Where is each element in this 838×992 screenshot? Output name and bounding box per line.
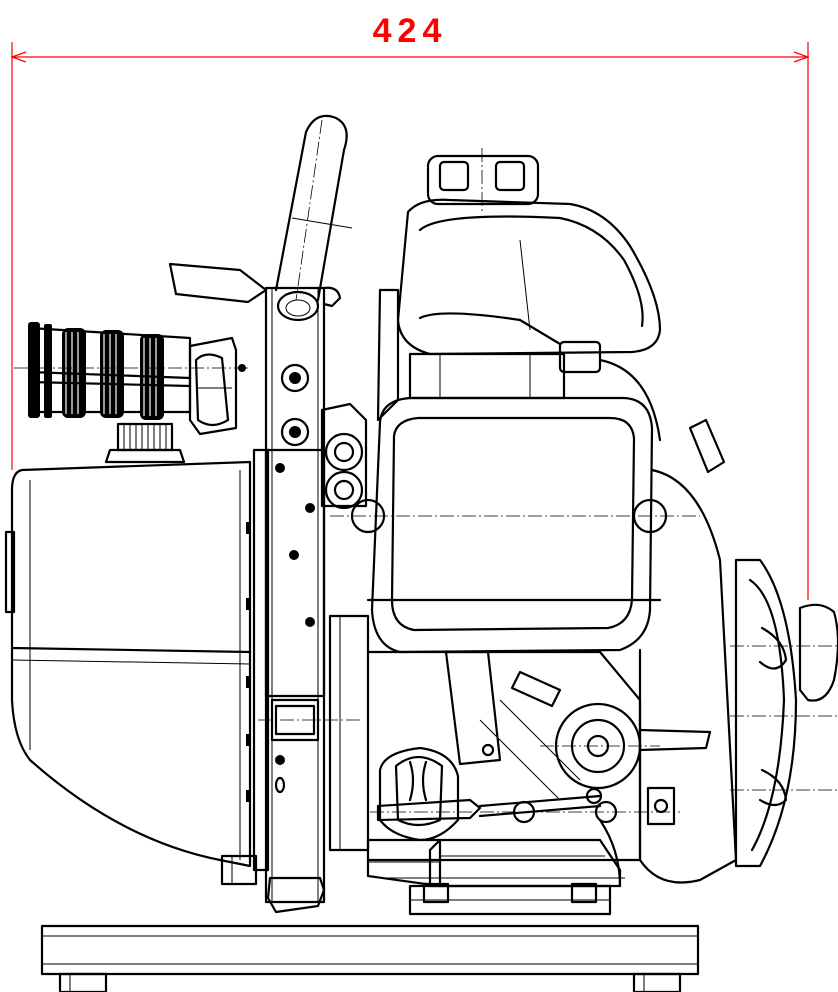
crankcase — [328, 614, 642, 862]
dimension-arrow-left — [10, 51, 27, 63]
engine-block — [376, 288, 726, 474]
carry-handle — [168, 114, 353, 322]
throttle-linkage — [370, 746, 680, 842]
mounting-plate — [252, 286, 360, 914]
engine-cover — [366, 396, 662, 654]
fuel-tank — [396, 148, 662, 374]
outlet-fitting — [104, 422, 186, 464]
mounting-feet — [380, 838, 625, 916]
drive-pulley — [540, 702, 712, 790]
dimension-arrow-right — [793, 51, 810, 63]
base-skid — [40, 924, 700, 992]
width-dimension — [10, 42, 810, 600]
dimension-label: 424 — [373, 12, 448, 50]
pump-housing — [4, 460, 258, 886]
hose-coupling — [14, 322, 250, 436]
lower-frame — [366, 818, 622, 888]
plate-bolts — [274, 363, 315, 794]
